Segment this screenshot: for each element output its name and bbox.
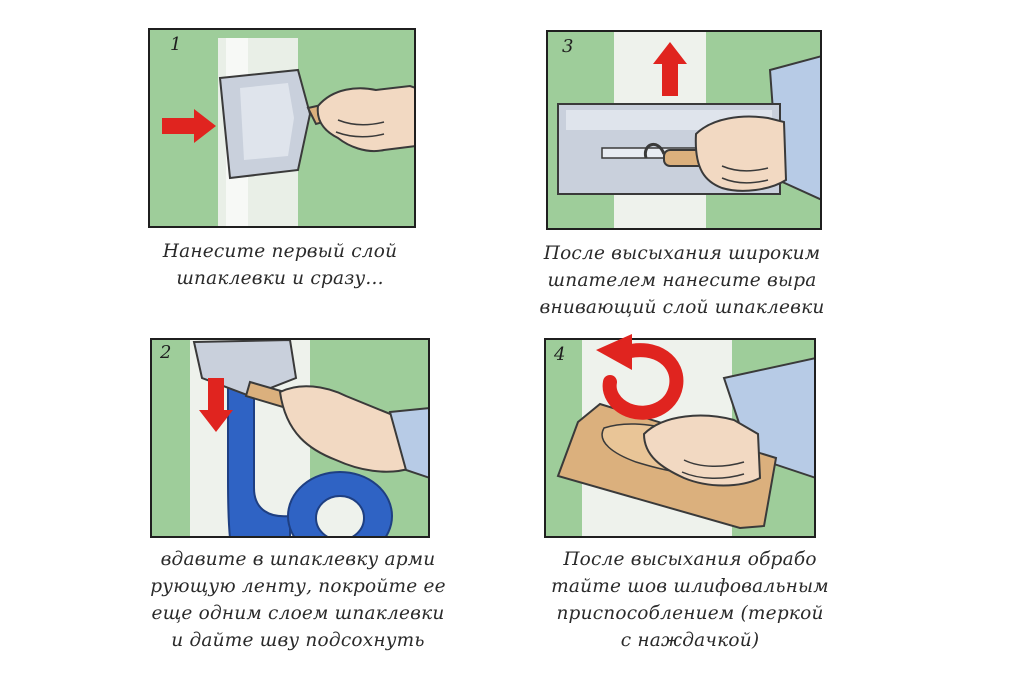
caption-line: приспособлением (теркой [556,603,824,624]
up-arrow-icon [653,42,687,96]
caption-line: вдавите в шпаклевку арми [160,549,436,570]
step-3-illustration [546,30,822,230]
step-1-number: 1 [170,34,182,55]
circular-arrow-icon [596,334,684,420]
caption-line: с наждачкой) [620,630,760,651]
caption-line: После высыхания обрабо [563,549,817,570]
caption-line: Нанесите первый слой [162,241,398,262]
right-arrow-icon [162,109,216,143]
step-4-illustration [544,338,816,538]
step-2-caption: вдавите в шпаклевку арми рующую ленту, п… [128,546,468,654]
step-2-number: 2 [160,342,172,363]
step-1-caption: Нанесите первый слой шпаклевки и сразу..… [130,238,430,292]
caption-line: шпателем нанесите выра [547,270,817,291]
caption-line: После высыхания широким [543,243,821,264]
caption-line: и дайте шву подсохнуть [171,630,425,651]
step-4-number: 4 [554,344,566,365]
step-3-caption: После высыхания широким шпателем нанесит… [512,240,852,321]
step-2-illustration [150,338,430,538]
caption-line: внивающий слой шпаклевки [539,297,825,318]
caption-line: рующую ленту, покройте ее [150,576,446,597]
step-1-illustration [148,28,416,228]
caption-line: еще одним слоем шпаклевки [151,603,445,624]
caption-line: тайте шов шлифовальным [551,576,829,597]
down-arrow-icon [199,378,233,432]
step-4-caption: После высыхания обрабо тайте шов шлифова… [520,546,860,654]
step-3-number: 3 [562,36,574,57]
caption-line: шпаклевки и сразу... [176,268,384,289]
